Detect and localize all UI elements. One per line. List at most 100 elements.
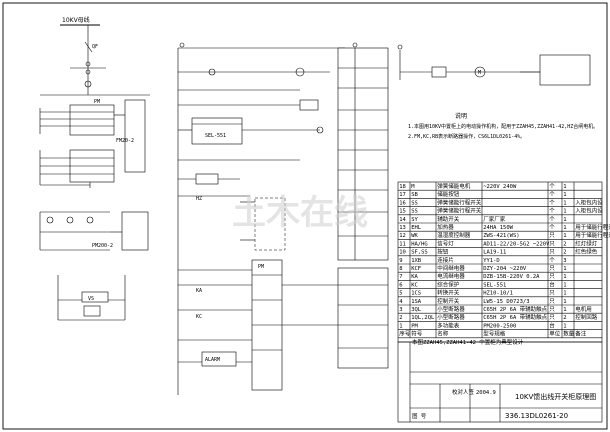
parts-cell-spec: LW5-15 D0723/3 [483, 299, 529, 305]
parts-cell-spec: PM200-2500 [483, 323, 516, 329]
parts-cell-qty: 1 [563, 291, 566, 297]
parts-cell-name: 综合保护 [437, 280, 460, 288]
parts-cell-note: 入柜包内设 [575, 207, 603, 215]
parts-cell-qty: 1 [563, 299, 566, 305]
notes-line1: 1.本图用10KV中置柜上的电动操作机构，配用于ZZAH45,ZZAH41-42… [408, 123, 598, 130]
parts-cell-sym: SB [411, 192, 418, 198]
parts-cell-unit: 个 [549, 216, 555, 223]
parts-cell-no: 8 [399, 266, 402, 272]
parts-cell-unit: 只 [549, 306, 555, 313]
parts-cell-note: 控制回路 [575, 313, 598, 321]
parts-cell-qty: 3 [563, 258, 566, 264]
parts-cell-sym: HA/HG [411, 241, 428, 247]
parts-cell-sym: 1SA [411, 299, 422, 305]
parts-cell-no: 15 [399, 209, 406, 215]
parts-cell-no: 3 [399, 307, 402, 313]
motor-label: M [478, 70, 481, 76]
notes-heading: 说明 [455, 112, 467, 120]
motor-symbol [474, 66, 486, 78]
title-block: 10KV馈出线开关柜原理图 校对人签 2004.9 图 号 336.13DL02… [397, 341, 603, 423]
vt-block [39, 211, 149, 251]
parts-cell-name: 小型断路器 [437, 313, 465, 321]
parts-cell-sym: SY [411, 217, 418, 223]
parts-cell-unit: 只 [549, 265, 555, 272]
parts-cell-no: 18 [399, 184, 406, 190]
parts-cell-spec: 厂家厂家 [483, 215, 506, 223]
parts-header-cell: 符号 [411, 330, 423, 338]
parts-cell-sym: WK [411, 233, 418, 239]
parts-cell-sym: M [411, 184, 415, 190]
parts-cell-name: 多功能表 [437, 321, 460, 329]
parts-cell-no: 17 [399, 192, 406, 198]
parts-cell-unit: 只 [549, 249, 555, 256]
parts-cell-note: 红色绿色 [575, 248, 598, 256]
parts-header-cell: 数量 [563, 330, 575, 338]
parts-cell-spec: DZY-204 ~220V [483, 266, 527, 272]
voltage-switch: VS [57, 275, 126, 321]
parts-cell-qty: 1 [563, 233, 566, 239]
bus-title: 10KV母线 [62, 16, 90, 24]
pm-strip-label: PM [258, 264, 264, 270]
parts-cell-unit: 只 [549, 240, 555, 247]
parts-cell-qty: 1 [563, 307, 566, 313]
parts-cell-name: 加热器 [437, 223, 454, 231]
parts-header-cell: 型号规格 [483, 330, 506, 338]
parts-cell-sym: SF,SS [411, 250, 428, 256]
parts-cell-no: 1 [399, 323, 402, 329]
lower-terminal-column [282, 267, 389, 369]
parts-cell-qty: 1 [563, 200, 566, 206]
parts-cell-name: 弹簧储能行程开关 [437, 207, 482, 215]
parts-cell-unit: 只 [549, 290, 555, 297]
parts-cell-no: 12 [399, 233, 406, 239]
function-column [337, 47, 389, 261]
parts-header-cell: 序号 [399, 330, 411, 338]
parts-cell-note: 入柜包内设 [575, 198, 603, 206]
notes-line2: 2.FM,KC,RB表示断路器操作，CS6L1DL0261-4%。 [408, 133, 525, 140]
parts-cell-qty: 1 [563, 192, 566, 198]
parts-cell-note: 用于储能行程开关 [575, 231, 610, 239]
parts-cell-name: 连接片 [437, 256, 454, 264]
parts-cell-unit: 台 [549, 280, 555, 288]
sheet-number: 336.13DL0261-20 [505, 412, 568, 420]
parts-cell-unit: 个 [549, 191, 555, 198]
parts-cell-sym: SS [411, 200, 418, 206]
parts-cell-no: 7 [399, 274, 402, 280]
parts-cell-sym: 1CS [411, 291, 421, 297]
parts-cell-sym: KCF [411, 266, 421, 272]
parts-cell-spec: AD11-22/20-5G2 ~220V [483, 241, 550, 247]
parts-cell-no: 11 [399, 241, 406, 247]
parts-cell-note: 电机用 [575, 305, 592, 313]
check-value: 2004.9 [476, 390, 496, 396]
parts-cell-sym: PM [411, 323, 418, 329]
sheet-label: 图 号 [412, 412, 427, 420]
parts-cell-qty: 1 [563, 274, 566, 280]
parts-cell-unit: 只 [549, 232, 555, 239]
parts-cell-sym: 3QL [411, 307, 422, 313]
parts-cell-qty: 2 [563, 241, 566, 247]
qf-label: QF [92, 44, 98, 50]
check-label: 校对人签 [452, 388, 475, 396]
parts-cell-qty: 1 [563, 217, 566, 223]
ka-label: KA [196, 288, 202, 294]
parts-cell-name: 温湿度控制器 [437, 231, 471, 239]
parts-cell-name: 转换开关 [437, 289, 460, 297]
primary-circuit: 10KV母线 QF PM FM20-2 [39, 16, 150, 321]
kc-label: KC [196, 314, 202, 320]
parts-cell-qty: 1 [563, 323, 566, 329]
parts-cell-spec: HZ10-10/1 [483, 291, 513, 297]
parts-cell-qty: 1 [563, 209, 566, 215]
parts-cell-unit: 个 [549, 208, 555, 215]
pm-ref-label: PM200-2 [92, 243, 113, 249]
parts-cell-sym: SS [411, 209, 418, 215]
pm-label: PM [94, 99, 100, 105]
parts-cell-unit: 只 [549, 298, 555, 305]
parts-cell-name: 小型断路器 [437, 305, 465, 313]
parts-cell-qty: 2 [563, 315, 566, 321]
parts-cell-no: 13 [399, 225, 406, 231]
parts-cell-no: 6 [399, 282, 402, 288]
parts-cell-spec: ZWS-421(WS) [483, 233, 519, 239]
parts-cell-name: 中间继电器 [437, 264, 465, 272]
parts-cell-qty: 1 [563, 225, 566, 231]
